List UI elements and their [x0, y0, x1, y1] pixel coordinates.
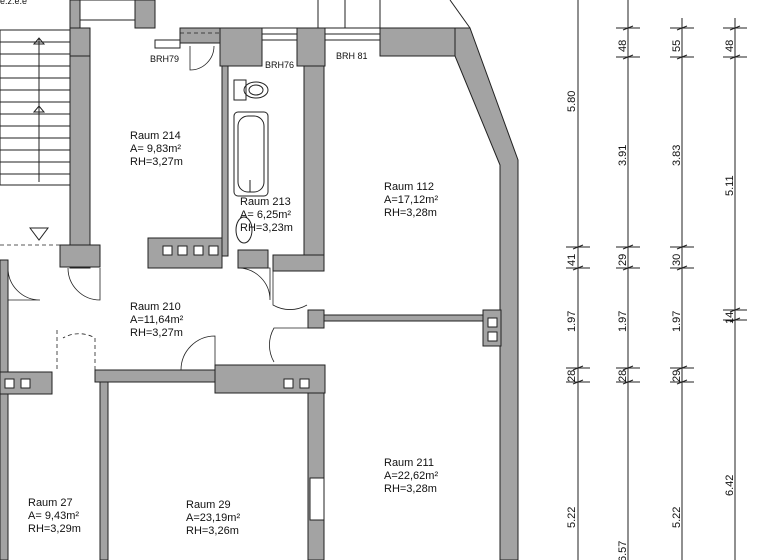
dim-text: 3.83	[671, 145, 683, 166]
dim-text: 29	[617, 254, 629, 266]
room-height: RH=3,28m	[384, 483, 437, 495]
dim-text: 1.97	[617, 311, 629, 332]
room-area: A=11,64m²	[130, 314, 184, 326]
dim-text: 5.11	[724, 175, 736, 196]
room-name: Raum 112	[384, 181, 434, 193]
dim-text: 30	[671, 254, 683, 266]
dim-text: 3.91	[617, 145, 629, 166]
room-area: A= 6,25m²	[240, 209, 291, 221]
dim-text: 5.22	[671, 507, 683, 528]
dim-text: 6.57	[617, 541, 629, 560]
room-area: A=22,62m²	[384, 470, 438, 482]
room-height: RH=3,29m	[28, 523, 81, 535]
dimension-lines	[566, 0, 747, 560]
brh79-label: BRH79	[150, 54, 179, 64]
room-height: RH=3,28m	[384, 207, 437, 219]
room-area: A=17,12m²	[384, 194, 438, 206]
dim-text: 1.97	[671, 311, 683, 332]
room-name: Raum 29	[186, 499, 231, 511]
dim-text: 48	[724, 40, 736, 52]
brh81-label: BRH 81	[336, 51, 368, 61]
room-raum-211: Raum 211 A=22,62m² RH=3,28m	[384, 457, 438, 495]
dim-text: 29	[671, 370, 683, 382]
room-raum-213: Raum 213 A= 6,25m² RH=3,23m	[240, 196, 293, 234]
staircase: e.z.e.e	[0, 0, 71, 246]
bathroom-fixtures	[233, 79, 269, 244]
room-height: RH=3,27m	[130, 327, 183, 339]
window-labels: BRH79 BRH76 BRH 81	[150, 51, 368, 70]
dim-text: 28	[617, 370, 629, 382]
room-area: A= 9,43m²	[28, 510, 79, 522]
room-raum-29: Raum 29 A=23,19m² RH=3,26m	[186, 499, 240, 537]
dim-text: 28	[566, 370, 578, 382]
room-height: RH=3,27m	[130, 156, 183, 168]
dimension-column-4: 48 5.11 14 6.42	[724, 40, 736, 496]
dim-text: 48	[617, 40, 629, 52]
dimension-column-3: 55 3.83 30 1.97 29 5.22	[671, 40, 683, 528]
dim-text: 5.80	[566, 91, 578, 112]
room-raum-112: Raum 112 A=17,12m² RH=3,28m	[384, 181, 438, 219]
room-height: RH=3,26m	[186, 525, 239, 537]
room-name: Raum 27	[28, 497, 73, 509]
room-raum-214: Raum 214 A= 9,83m² RH=3,27m	[130, 130, 183, 168]
dimension-column-1: 5.80 41 1.97 28 5.22	[566, 91, 578, 528]
doors	[7, 45, 308, 372]
svg-text:e.z.e.e: e.z.e.e	[0, 0, 27, 6]
room-name: Raum 214	[130, 130, 181, 142]
room-area: A=23,19m²	[186, 512, 240, 524]
room-name: Raum 210	[130, 301, 181, 313]
windows	[154, 0, 471, 49]
dim-text: 6.42	[724, 475, 736, 496]
room-name: Raum 211	[384, 457, 434, 469]
brh76-label: BRH76	[265, 60, 294, 70]
room-area: A= 9,83m²	[130, 143, 181, 155]
dim-text: 1.97	[566, 311, 578, 332]
walls	[0, 0, 519, 560]
room-height: RH=3,23m	[240, 222, 293, 234]
vent-shafts	[4, 245, 498, 389]
dim-text: 5.22	[566, 507, 578, 528]
dimension-column-2: 48 3.91 29 1.97 28 6.57	[617, 40, 629, 560]
dim-text: 55	[671, 40, 683, 52]
room-raum-210: Raum 210 A=11,64m² RH=3,27m	[130, 301, 184, 339]
room-raum-27: Raum 27 A= 9,43m² RH=3,29m	[28, 497, 81, 535]
dim-text: 14	[724, 312, 736, 324]
room-name: Raum 213	[240, 196, 291, 208]
dim-text: 41	[566, 254, 578, 266]
